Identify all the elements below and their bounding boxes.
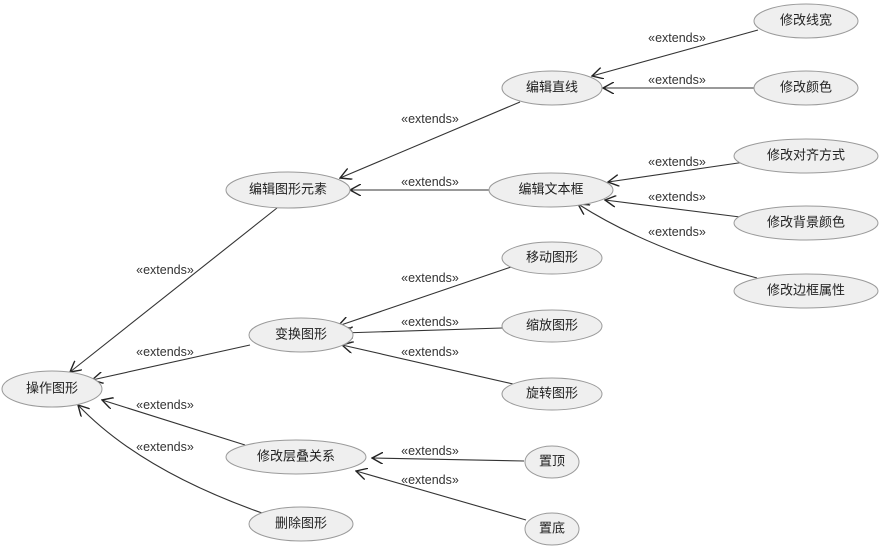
- extends-label: «extends»: [648, 190, 706, 204]
- extends-label: «extends»: [401, 315, 459, 329]
- extends-arrow: [578, 204, 758, 279]
- extends-relationship: «extends»: [350, 175, 490, 190]
- extends-label: «extends»: [401, 473, 459, 487]
- extends-arrow: [92, 344, 251, 380]
- use-case-label: 修改对齐方式: [767, 148, 845, 164]
- use-case-ellipse: [225, 171, 351, 209]
- use-case-label: 删除图形: [275, 517, 327, 532]
- extends-relationship: «extends»: [605, 190, 741, 218]
- extends-arrow: [102, 400, 246, 446]
- extends-relationship: «extends»: [603, 73, 754, 88]
- use-case-label: 修改背景颜色: [767, 215, 845, 231]
- use-case-bottom[interactable]: 置底: [524, 512, 580, 546]
- use-case-label: 修改层叠关系: [257, 450, 335, 465]
- use-case-linewidth[interactable]: 修改线宽: [753, 3, 859, 39]
- extends-label: «extends»: [401, 271, 459, 285]
- use-case-label: 移动图形: [526, 251, 578, 266]
- extends-arrow: [608, 161, 746, 182]
- extends-relationship: «extends»: [340, 101, 521, 178]
- use-case-ellipse: [248, 506, 354, 542]
- extends-arrow: [372, 458, 525, 461]
- extends-label: «extends»: [401, 444, 459, 458]
- use-case-bg[interactable]: 修改背景颜色: [733, 205, 879, 241]
- extends-relationship: «extends»: [92, 344, 251, 380]
- extends-relationship: «extends»: [608, 155, 746, 182]
- use-case-ellipse: [501, 309, 603, 343]
- use-case-ellipse: [524, 445, 580, 479]
- extends-label: «extends»: [136, 345, 194, 359]
- extends-relationship: «extends»: [342, 345, 514, 385]
- extends-label: «extends»: [401, 175, 459, 189]
- use-case-ellipse: [753, 3, 859, 39]
- extends-relationship: «extends»: [78, 405, 263, 514]
- use-case-line[interactable]: 编辑直线: [501, 70, 603, 106]
- use-case-edit[interactable]: 编辑图形元素: [225, 171, 351, 209]
- extends-arrow: [605, 200, 741, 218]
- use-case-transform[interactable]: 变换图形: [248, 317, 354, 353]
- extends-label: «extends»: [401, 345, 459, 359]
- extends-label: «extends»: [648, 225, 706, 239]
- extends-arrow: [342, 328, 503, 333]
- use-case-label: 修改颜色: [780, 80, 832, 96]
- use-case-label: 置顶: [539, 455, 565, 470]
- use-case-rotate[interactable]: 旋转图形: [501, 377, 603, 411]
- extends-relationship: «extends»: [102, 398, 246, 446]
- use-case-label: 编辑图形元素: [249, 183, 327, 198]
- extends-relationship: «extends»: [342, 315, 503, 333]
- extends-arrow: [70, 207, 278, 372]
- use-case-op[interactable]: 操作图形: [1, 370, 103, 408]
- use-case-ellipse: [501, 377, 603, 411]
- extends-arrow: [356, 471, 527, 521]
- use-case-ellipse: [733, 273, 879, 309]
- extends-arrow: [340, 101, 521, 178]
- extends-arrow: [342, 345, 514, 385]
- use-case-scale[interactable]: 缩放图形: [501, 309, 603, 343]
- use-case-label: 缩放图形: [526, 318, 578, 334]
- use-case-ellipse: [733, 138, 879, 174]
- use-case-ellipse: [488, 172, 614, 208]
- extends-relationship: «extends»: [372, 444, 525, 461]
- use-case-ellipse: [501, 70, 603, 106]
- use-case-color[interactable]: 修改颜色: [753, 70, 859, 106]
- use-case-label: 旋转图形: [526, 387, 578, 402]
- use-case-top[interactable]: 置顶: [524, 445, 580, 479]
- use-case-delete[interactable]: 删除图形: [248, 506, 354, 542]
- extends-relationship: «extends»: [578, 204, 758, 279]
- use-case-label: 修改线宽: [780, 13, 832, 29]
- extends-arrow: [592, 29, 759, 76]
- use-case-ellipse: [733, 205, 879, 241]
- use-case-ellipse: [501, 241, 603, 275]
- use-case-ellipse: [248, 317, 354, 353]
- extends-relationship: «extends»: [70, 207, 278, 372]
- extends-label: «extends»: [648, 31, 706, 45]
- extends-label: «extends»: [401, 112, 459, 126]
- use-case-border[interactable]: 修改边框属性: [733, 273, 879, 309]
- use-case-ellipse: [1, 370, 103, 408]
- use-case-move[interactable]: 移动图形: [501, 241, 603, 275]
- use-case-ellipse: [524, 512, 580, 546]
- use-case-label: 操作图形: [26, 381, 78, 397]
- extends-label: «extends»: [648, 73, 706, 87]
- use-case-align[interactable]: 修改对齐方式: [733, 138, 879, 174]
- use-case-ellipse: [753, 70, 859, 106]
- use-case-textbox[interactable]: 编辑文本框: [488, 172, 614, 208]
- extends-arrow: [78, 405, 263, 514]
- use-case-label: 修改边框属性: [767, 284, 845, 299]
- extends-label: «extends»: [648, 155, 706, 169]
- use-case-label: 变换图形: [275, 327, 327, 343]
- extends-label: «extends»: [136, 263, 194, 277]
- use-case-label: 编辑文本框: [518, 183, 583, 198]
- extends-relationship: «extends»: [338, 266, 512, 326]
- extends-arrow: [338, 266, 512, 326]
- use-case-layer[interactable]: 修改层叠关系: [225, 439, 367, 475]
- use-case-label: 置底: [539, 521, 565, 537]
- extends-label: «extends»: [136, 440, 194, 454]
- extends-label: «extends»: [136, 398, 194, 412]
- extends-relationship: «extends»: [356, 471, 527, 521]
- use-case-label: 编辑直线: [526, 81, 578, 96]
- use-case-ellipse: [225, 439, 367, 475]
- extends-relationship: «extends»: [592, 29, 759, 76]
